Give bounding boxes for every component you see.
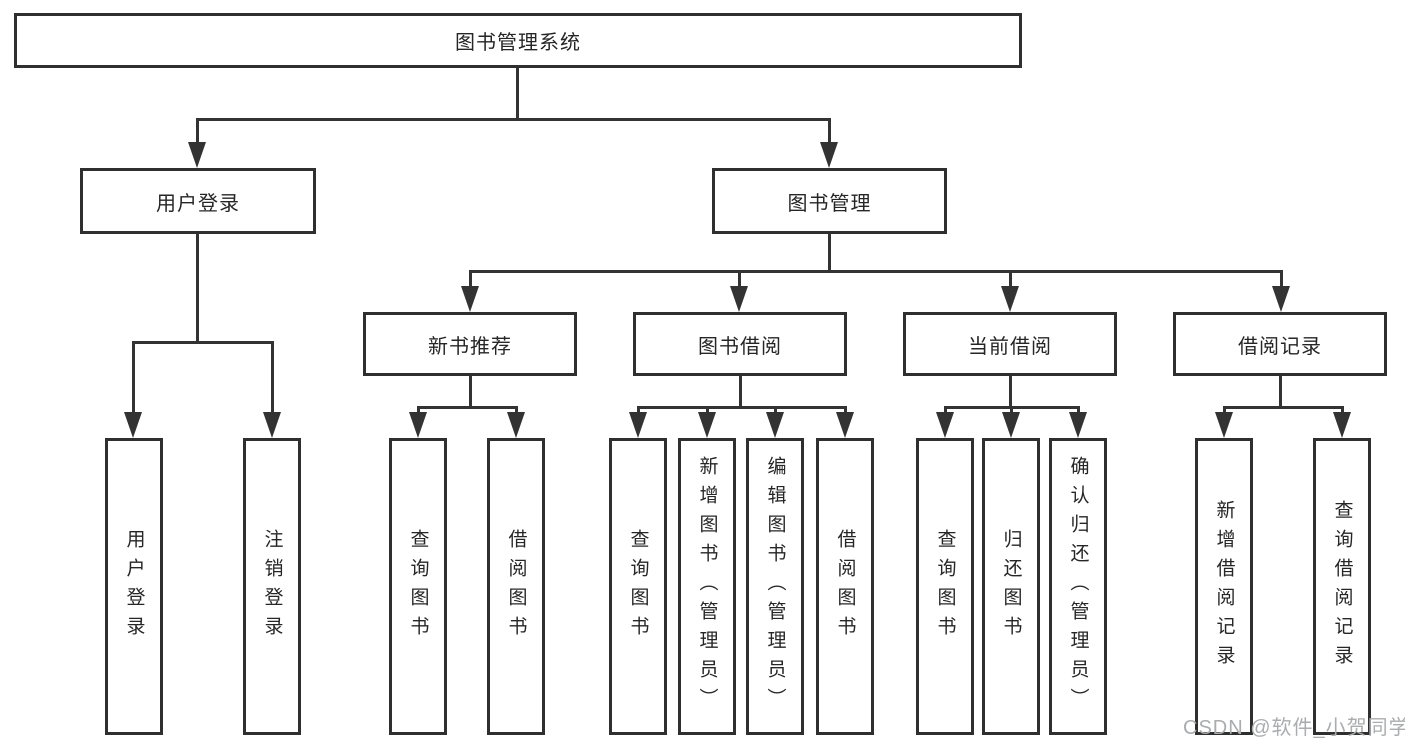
arrow-down-icon <box>836 412 854 438</box>
arrow-down-icon <box>730 286 748 312</box>
arrow-down-icon <box>936 412 954 438</box>
connector-line <box>1341 406 1344 413</box>
arrow-down-icon <box>698 412 716 438</box>
node-current-borrow: 当前借阅 <box>903 312 1117 376</box>
connector-line <box>469 270 472 286</box>
connector-line <box>828 118 831 142</box>
node-book-mgmt: 图书管理 <box>712 168 947 234</box>
node-book-borrow: 图书借阅 <box>633 312 847 376</box>
arrow-down-icon <box>629 412 647 438</box>
connector-line <box>739 376 742 407</box>
leaf-user-login: 用户登录 <box>105 438 163 735</box>
node-new-books: 新书推荐 <box>363 312 577 376</box>
arrow-down-icon <box>1272 286 1290 312</box>
connector-line <box>706 406 709 413</box>
leaf-return-book: 归还图书 <box>982 438 1040 735</box>
connector-line <box>1223 406 1226 413</box>
arrow-down-icon <box>263 412 281 438</box>
connector-line <box>844 406 847 413</box>
leaf-query-book-borrow: 查询图书 <box>609 438 667 735</box>
connector-line <box>738 270 741 286</box>
arrow-down-icon <box>1215 412 1233 438</box>
leaf-edit-book-admin: 编辑图书（管理员） <box>746 438 804 735</box>
connector-line <box>516 68 519 118</box>
connector-line <box>828 234 831 270</box>
leaf-query-book-current: 查询图书 <box>916 438 974 735</box>
connector-line <box>417 406 420 413</box>
connector-line <box>132 341 274 344</box>
leaf-borrow-book-newbooks: 借阅图书 <box>487 438 545 735</box>
arrow-down-icon <box>1333 412 1351 438</box>
arrow-down-icon <box>124 412 142 438</box>
connector-line <box>196 118 831 121</box>
arrow-down-icon <box>1069 412 1087 438</box>
connector-line <box>637 406 640 413</box>
connector-line <box>196 118 199 142</box>
connector-line <box>196 234 199 341</box>
leaf-add-book-admin: 新增图书（管理员） <box>678 438 736 735</box>
connector-line <box>944 406 947 413</box>
connector-line <box>1009 270 1012 286</box>
node-borrow-records: 借阅记录 <box>1173 312 1387 376</box>
arrow-down-icon <box>507 412 525 438</box>
connector-line <box>1077 406 1080 413</box>
connector-line <box>637 406 846 409</box>
connector-line <box>469 270 1282 273</box>
connector-line <box>1223 406 1343 409</box>
connector-line <box>1010 406 1013 413</box>
leaf-query-book-newbooks: 查询图书 <box>389 438 447 735</box>
arrow-down-icon <box>409 412 427 438</box>
connector-line <box>774 406 777 413</box>
connector-line <box>1009 376 1012 407</box>
connector-line <box>132 341 135 412</box>
arrow-down-icon <box>188 142 206 168</box>
connector-line <box>469 376 472 407</box>
connector-line <box>417 406 518 409</box>
leaf-confirm-return-admin: 确认归还（管理员） <box>1049 438 1107 735</box>
arrow-down-icon <box>1001 286 1019 312</box>
node-root: 图书管理系统 <box>14 13 1022 68</box>
connector-line <box>515 406 518 413</box>
connector-line <box>1280 270 1283 286</box>
arrow-down-icon <box>766 412 784 438</box>
connector-line <box>1279 376 1282 407</box>
arrow-down-icon <box>820 142 838 168</box>
leaf-borrow-book: 借阅图书 <box>816 438 874 735</box>
arrow-down-icon <box>461 286 479 312</box>
watermark: CSDN @软件_小贺同学 <box>1183 717 1405 739</box>
leaf-add-borrow-record: 新增借阅记录 <box>1195 438 1253 735</box>
leaf-logout-login: 注销登录 <box>243 438 301 735</box>
connector-line <box>271 341 274 412</box>
node-user-login: 用户登录 <box>80 168 316 234</box>
leaf-query-borrow-record: 查询借阅记录 <box>1313 438 1371 735</box>
arrow-down-icon <box>1002 412 1020 438</box>
